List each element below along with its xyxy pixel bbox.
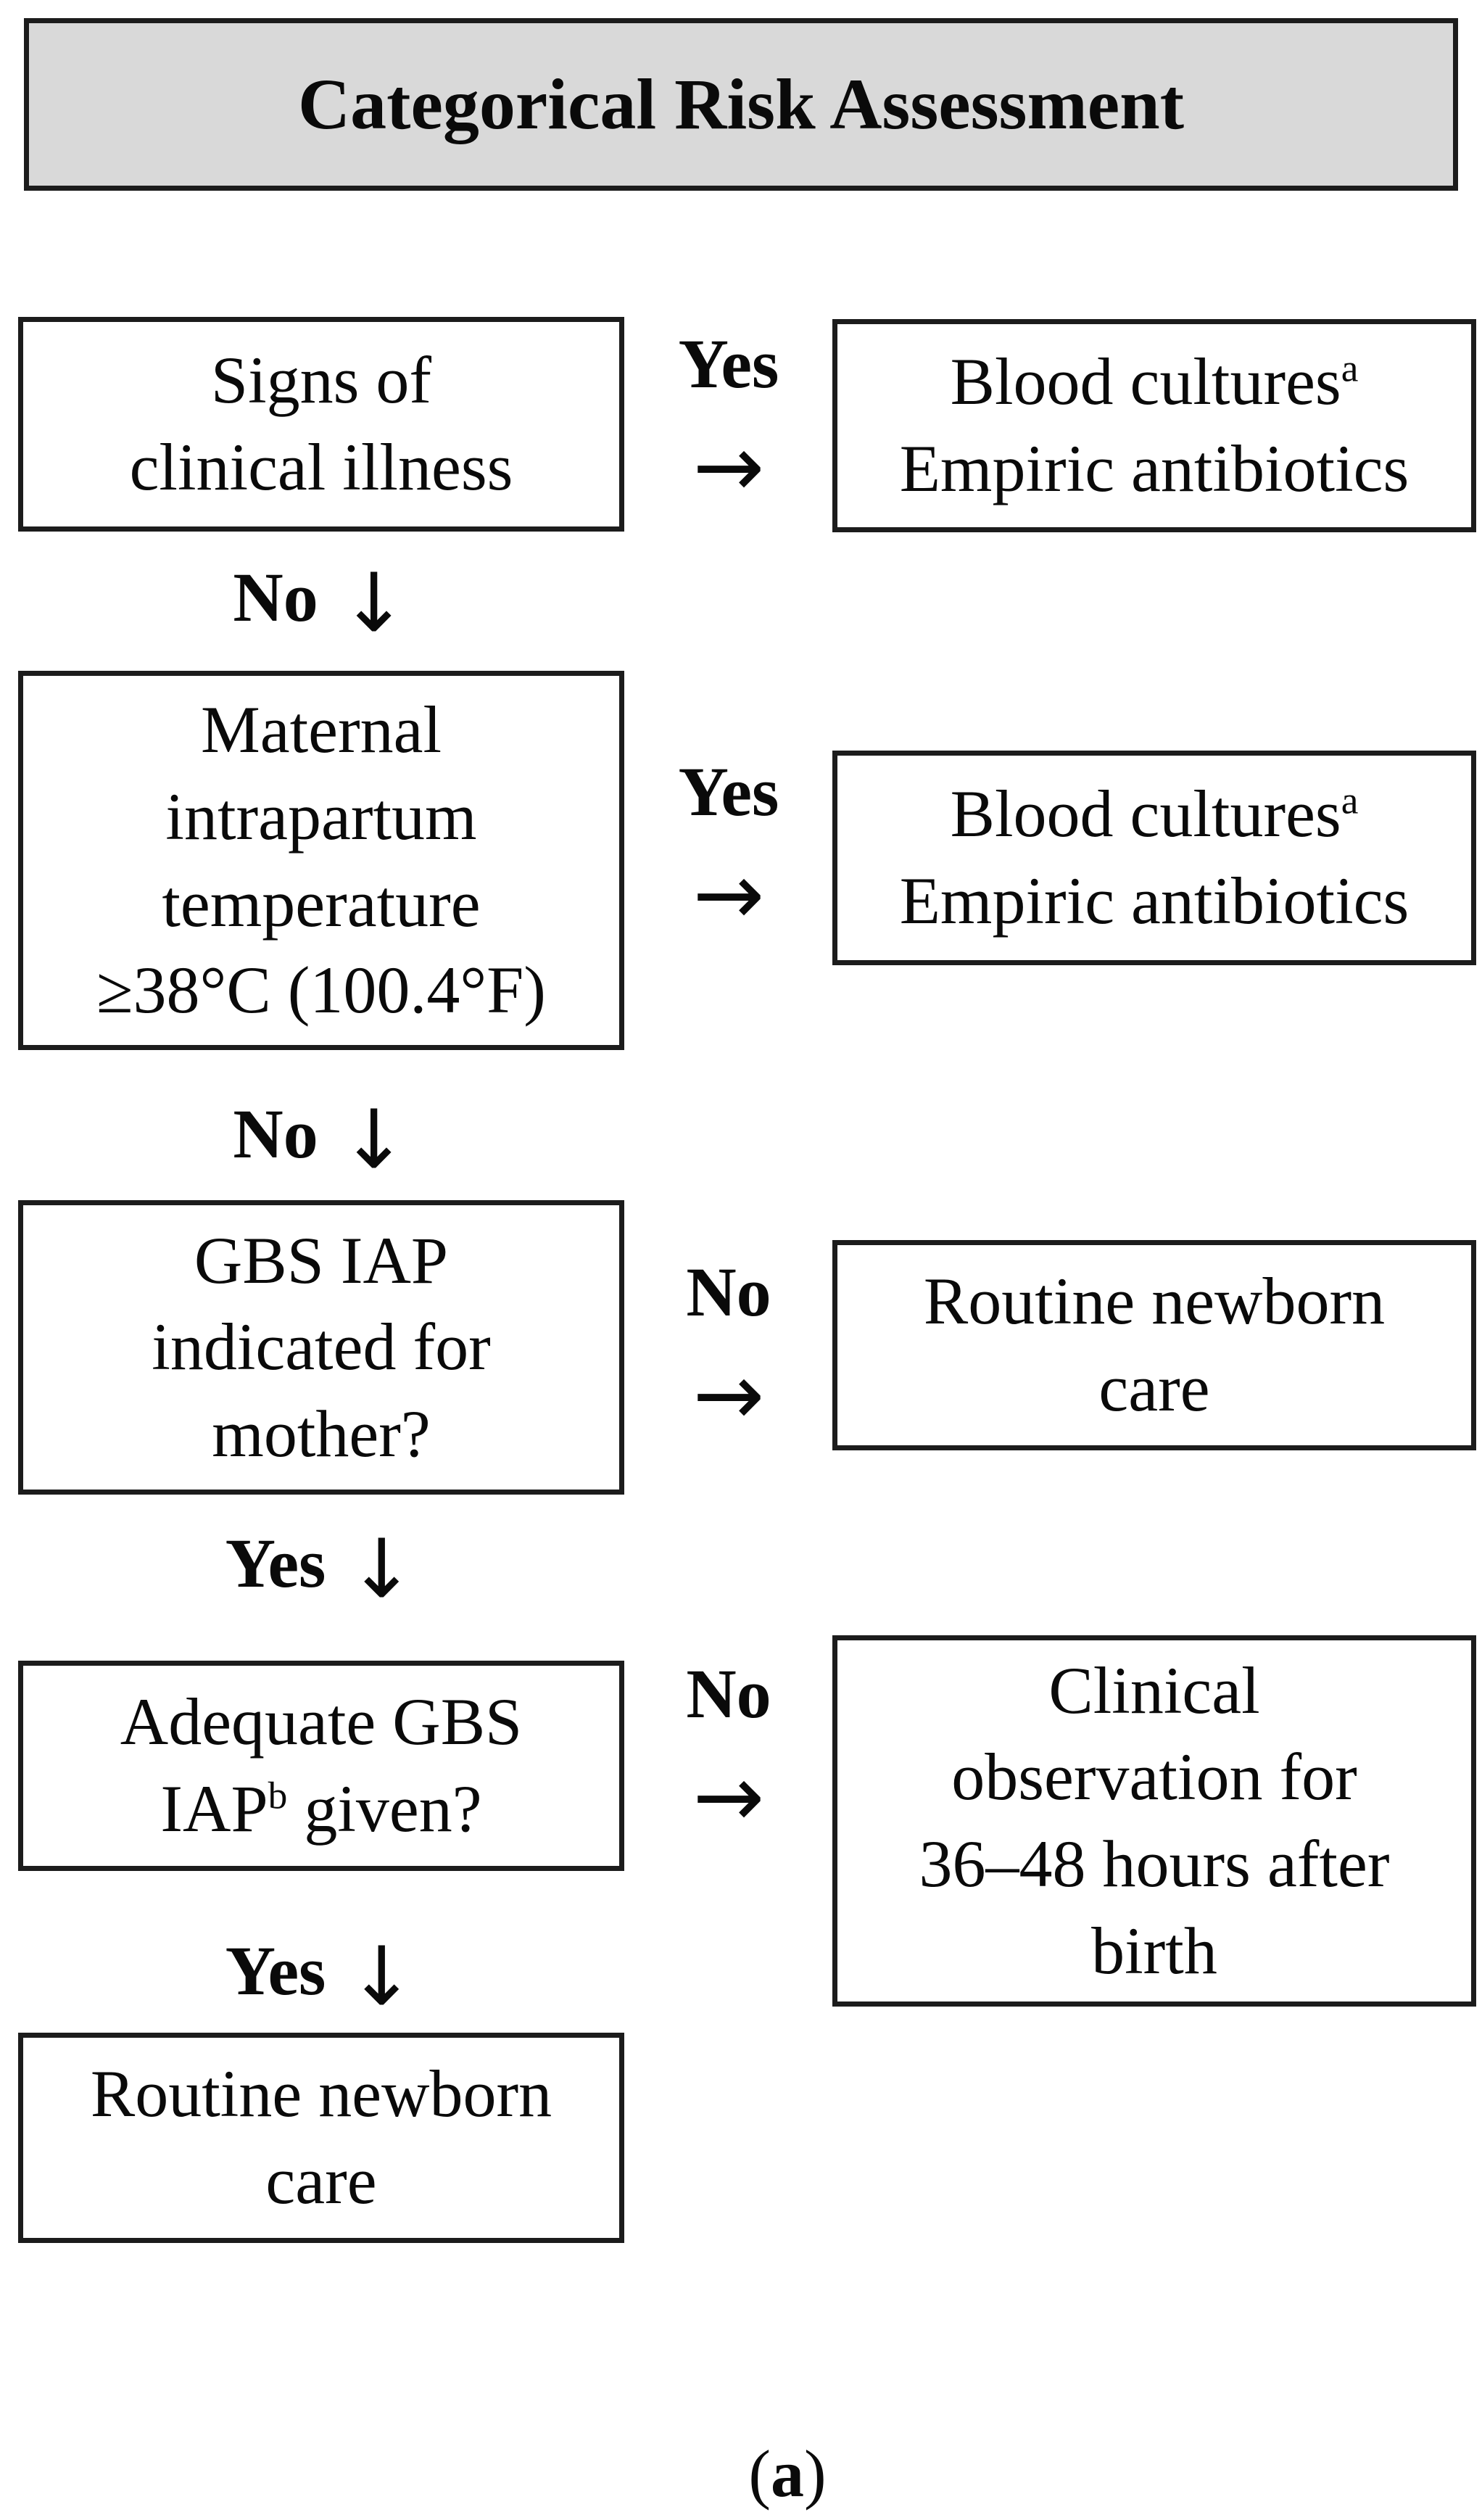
- right-arrow-icon: →: [692, 843, 765, 944]
- branch-label: No: [686, 1253, 771, 1331]
- footnote-marker-b: b: [268, 1773, 288, 1817]
- box-text-line: GBS IAP: [194, 1223, 449, 1297]
- down-label: No: [233, 558, 318, 637]
- box-text-line: Empiric antibiotics: [899, 864, 1409, 938]
- box-text-line: temperature: [162, 866, 481, 941]
- box-text-line: Routine newborn: [90, 2057, 552, 2131]
- box-text-line: ≥38°C (100.4°F): [96, 953, 546, 1028]
- connector-yes-branch-2: Yes →: [624, 753, 834, 937]
- box-text-line: Empiric antibiotics: [899, 431, 1409, 505]
- box-text-line: care: [1098, 1351, 1210, 1425]
- result-box-blood-cultures-2: Blood culturesa Empiric antibiotics: [832, 751, 1476, 965]
- caption-paren: (: [748, 2437, 771, 2511]
- title-box: Categorical Risk Assessment: [24, 18, 1458, 191]
- down-label: Yes: [225, 1524, 326, 1603]
- down-label: Yes: [225, 1932, 326, 2010]
- result-box-blood-cultures-1: Blood culturesa Empiric antibiotics: [832, 319, 1476, 532]
- box-text-line: care: [265, 2144, 377, 2218]
- box-text-line: Blood culturesa: [951, 771, 1359, 858]
- box-text-line: indicated for: [152, 1310, 491, 1384]
- box-text-line: mother?: [212, 1396, 431, 1471]
- connector-yes-down-4: Yes ↓: [103, 1930, 538, 2017]
- right-arrow-icon: →: [692, 1746, 765, 1846]
- question-box-adequate-gbs-iap: Adequate GBS IAPb given?: [18, 1661, 624, 1871]
- box-text-line: intrapartum: [165, 779, 477, 854]
- branch-label: Yes: [678, 753, 779, 830]
- box-text-line: Routine newborn: [923, 1264, 1386, 1339]
- box-text-line: Clinical: [1048, 1653, 1260, 1727]
- box-text-line: Adequate GBS: [120, 1685, 523, 1759]
- result-box-clinical-observation: Clinical observation for 36–48 hours aft…: [832, 1635, 1476, 2007]
- right-arrow-icon: →: [692, 416, 765, 516]
- result-box-routine-newborn-care-1: Routine newborn care: [832, 1240, 1476, 1450]
- box-text-line: IAPb given?: [160, 1766, 481, 1853]
- box-text-line: clinical illness: [129, 430, 513, 504]
- box-text: given?: [287, 1772, 482, 1846]
- question-box-maternal-temperature: Maternal intrapartum temperature ≥38°C (…: [18, 671, 624, 1050]
- question-box-gbs-iap-indicated: GBS IAP indicated for mother?: [18, 1200, 624, 1495]
- question-box-signs-of-clinical-illness: Signs of clinical illness: [18, 317, 624, 532]
- connector-yes-down-3: Yes ↓: [103, 1523, 538, 1610]
- box-text-line: 36–48 hours after: [919, 1827, 1390, 1901]
- down-arrow-icon: ↓: [339, 1093, 408, 1187]
- connector-no-down-2: No ↓: [103, 1094, 538, 1181]
- connector-yes-branch-1: Yes →: [624, 325, 834, 509]
- right-arrow-icon: →: [692, 1344, 765, 1445]
- connector-no-down-1: No ↓: [103, 557, 538, 644]
- box-text-line: Maternal: [200, 693, 442, 767]
- down-arrow-icon: ↓: [347, 1930, 416, 2024]
- result-box-routine-newborn-care-2: Routine newborn care: [18, 2033, 624, 2243]
- connector-no-branch-3: No →: [624, 1253, 834, 1437]
- figure-caption: (a): [439, 2435, 1135, 2512]
- box-text-line: Signs of: [210, 343, 432, 418]
- box-text-line: observation for: [951, 1740, 1357, 1814]
- box-text: IAP: [160, 1772, 268, 1846]
- branch-label: No: [686, 1655, 771, 1732]
- footnote-marker-a: a: [1341, 778, 1359, 822]
- box-text: Blood cultures: [950, 344, 1341, 419]
- down-arrow-icon: ↓: [347, 1522, 416, 1616]
- footnote-marker-a: a: [1341, 346, 1359, 390]
- box-text-line: Blood culturesa: [951, 339, 1359, 426]
- caption-paren: ): [804, 2437, 827, 2511]
- box-text-line: birth: [1091, 1913, 1217, 1988]
- caption-letter: a: [771, 2437, 804, 2511]
- connector-no-branch-4: No →: [624, 1655, 834, 1839]
- box-text: Blood cultures: [950, 777, 1341, 851]
- diagram-title: Categorical Risk Assessment: [297, 64, 1185, 144]
- branch-label: Yes: [678, 325, 779, 402]
- down-label: No: [233, 1095, 318, 1173]
- down-arrow-icon: ↓: [339, 556, 408, 650]
